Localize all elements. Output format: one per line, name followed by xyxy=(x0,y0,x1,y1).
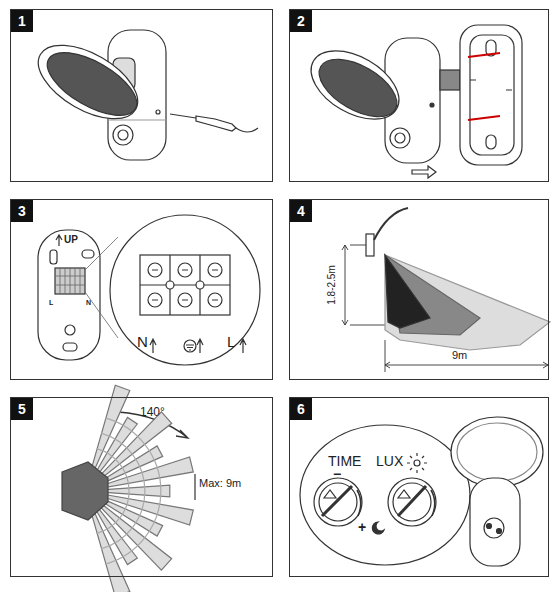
lamp-mount xyxy=(299,25,522,178)
range-label: Max: 9m xyxy=(199,478,241,489)
step-panel: 3 xyxy=(10,199,273,380)
step-panel: 1 xyxy=(10,9,273,182)
range-arc xyxy=(105,418,161,564)
step-number: 2 xyxy=(290,10,312,32)
detection-range xyxy=(62,385,195,592)
step-number: 5 xyxy=(11,398,33,420)
step-number: 4 xyxy=(290,200,312,222)
knob-mark: + xyxy=(358,520,366,534)
range-dimension: 9m xyxy=(452,350,467,361)
terminal-label: L xyxy=(227,334,235,349)
height-dimension: 1.8-2.5m xyxy=(327,265,337,304)
knob-label: LUX xyxy=(376,454,403,468)
detection-zone xyxy=(105,485,170,497)
step-number: 3 xyxy=(11,200,33,222)
knob-mark: − xyxy=(333,467,341,481)
terminal-block xyxy=(38,215,260,365)
pin-label: N xyxy=(86,299,91,306)
knob-label: TIME xyxy=(328,454,361,468)
step-panel: 2 xyxy=(289,9,549,182)
mounting-height xyxy=(342,208,550,372)
step-number: 6 xyxy=(290,398,312,420)
lamp-unscrew xyxy=(26,30,258,160)
adjust-knobs xyxy=(300,417,543,566)
detection-zone xyxy=(91,509,130,592)
terminal-label: N xyxy=(137,334,148,349)
pin-label: L xyxy=(49,299,53,306)
step-number: 1 xyxy=(11,10,33,32)
step-panel: 6 xyxy=(289,397,549,577)
orientation-mark: UP xyxy=(64,235,78,245)
angle-label: 140° xyxy=(140,406,165,418)
